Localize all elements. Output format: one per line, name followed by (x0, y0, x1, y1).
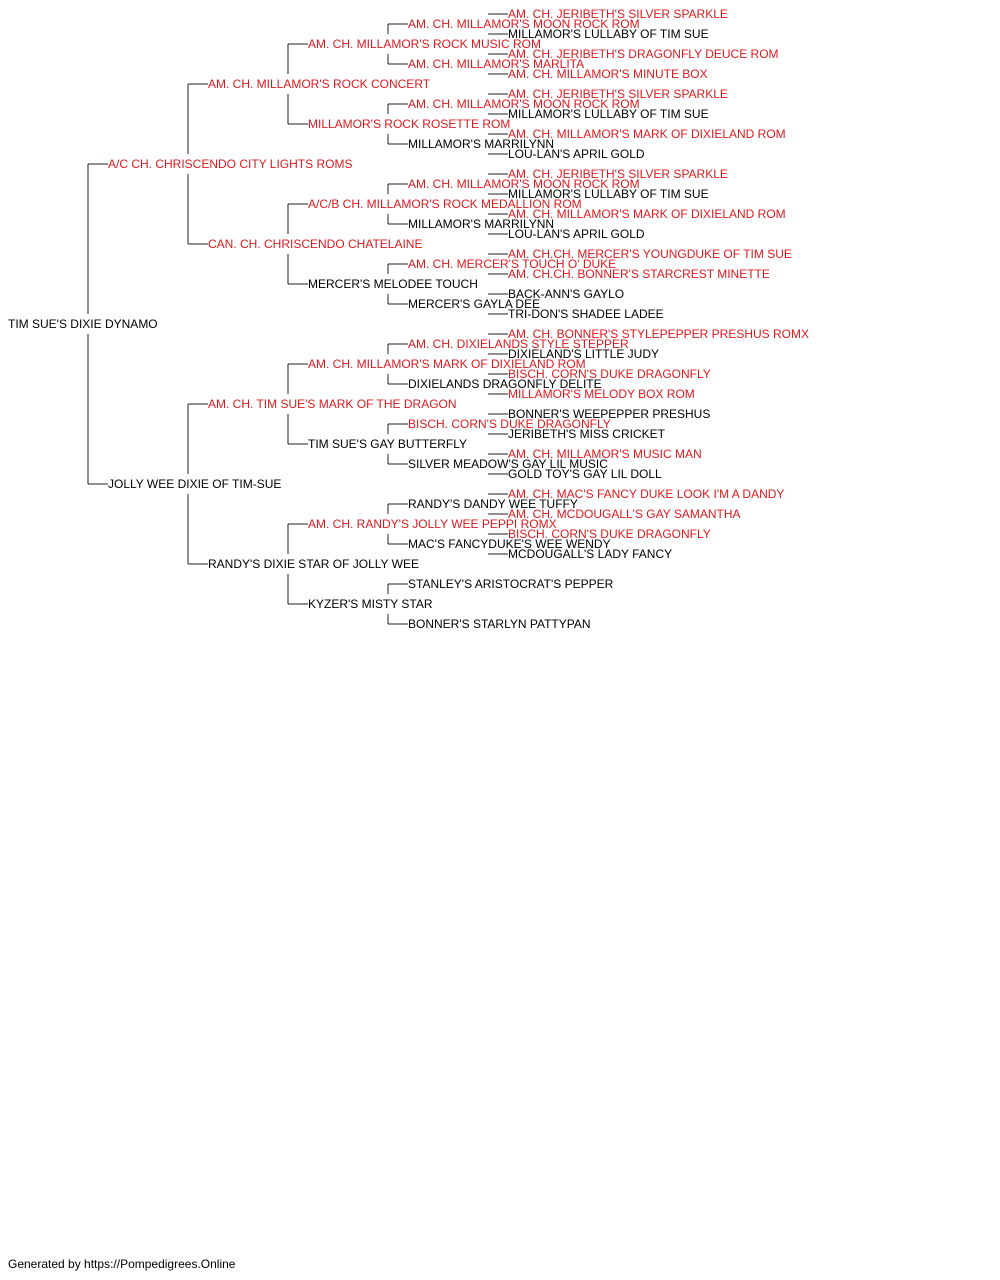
pedigree-entry-gen5: AM. CH. JERIBETH'S SILVER SPARKLE (508, 87, 728, 101)
pedigree-entry-gen2: CAN. CH. CHRISCENDO CHATELAINE (208, 237, 423, 251)
pedigree-entry-gen4: AM. CH. MILLAMOR'S MOON ROCK ROM (408, 177, 640, 191)
pedigree-entry-gen3: KYZER'S MISTY STAR (308, 597, 433, 611)
pedigree-entry-gen3: AM. CH. RANDY'S JOLLY WEE PEPPI ROMX (308, 517, 557, 531)
pedigree-entry-gen4: AM. CH. MILLAMOR'S MOON ROCK ROM (408, 97, 640, 111)
pedigree-entry-gen5: JERIBETH'S MISS CRICKET (508, 427, 665, 441)
pedigree-entry-gen3: AM. CH. MILLAMOR'S ROCK MUSIC ROM (308, 37, 541, 51)
pedigree-entry-gen1: JOLLY WEE DIXIE OF TIM-SUE (108, 477, 282, 491)
pedigree-entry-gen5: LOU-LAN'S APRIL GOLD (508, 227, 645, 241)
pedigree-entry-gen5: AM. CH. MILLAMOR'S MINUTE BOX (508, 67, 708, 81)
pedigree-entry-gen5: DIXIELAND'S LITTLE JUDY (508, 347, 659, 361)
pedigree-entry-gen5: AM. CH. MILLAMOR'S MUSIC MAN (508, 447, 702, 461)
pedigree-entry-gen4: AM. CH. DIXIELANDS STYLE STEPPER (408, 337, 629, 351)
pedigree-entry-gen5: AM. CH. JERIBETH'S DRAGONFLY DEUCE ROM (508, 47, 779, 61)
pedigree-entry-gen3: TIM SUE'S GAY BUTTERFLY (308, 437, 467, 451)
pedigree-entry-gen5: BISCH. CORN'S DUKE DRAGONFLY (508, 367, 711, 381)
pedigree-entry-gen5: AM. CH. MCDOUGALL'S GAY SAMANTHA (508, 507, 741, 521)
pedigree-entry-gen4: AM. CH. MILLAMOR'S MOON ROCK ROM (408, 17, 640, 31)
pedigree-entry-gen4: STANLEY'S ARISTOCRAT'S PEPPER (408, 577, 614, 591)
pedigree-entry-gen4: DIXIELANDS DRAGONFLY DELITE (408, 377, 602, 391)
pedigree-entry-gen5: BACK-ANN'S GAYLO (508, 287, 625, 301)
pedigree-entry-gen5: AM. CH.CH. BONNER'S STARCREST MINETTE (508, 267, 770, 281)
pedigree-entry-gen5: AM. CH. JERIBETH'S SILVER SPARKLE (508, 167, 728, 181)
pedigree-entry-gen2: RANDY'S DIXIE STAR OF JOLLY WEE (208, 557, 420, 571)
pedigree-entry-gen3: MERCER'S MELODEE TOUCH (308, 277, 478, 291)
pedigree-entry-gen5: TRI-DON'S SHADEE LADEE (508, 307, 664, 321)
pedigree-entry-gen5: MILLAMOR'S MELODY BOX ROM (508, 387, 695, 401)
pedigree-entry-gen4: MERCER'S GAYLA DEE (408, 297, 541, 311)
pedigree-entry-gen3: A/C/B CH. MILLAMOR'S ROCK MEDALLION ROM (308, 197, 582, 211)
footer-credit: Generated by https://Pompedigrees.Online (8, 1257, 236, 1271)
pedigree-entry-gen5: AM. CH. MILLAMOR'S MARK OF DIXIELAND ROM (508, 207, 786, 221)
pedigree-entry-gen5: BONNER'S WEEPEPPER PRESHUS (508, 407, 711, 421)
pedigree-entry-gen5: MCDOUGALL'S LADY FANCY (508, 547, 673, 561)
pedigree-entry-gen4: AM. CH. MERCER'S TOUCH O' DUKE (408, 257, 617, 271)
pedigree-entry-gen4: MILLAMOR'S MARRILYNN (408, 137, 555, 151)
pedigree-entry-gen2: AM. CH. MILLAMOR'S ROCK CONCERT (208, 77, 431, 91)
pedigree-entry-gen4: MILLAMOR'S MARRILYNN (408, 217, 555, 231)
pedigree-entry-gen1: A/C CH. CHRISCENDO CITY LIGHTS ROMS (108, 157, 353, 171)
pedigree-entry-gen0: TIM SUE'S DIXIE DYNAMO (8, 317, 158, 331)
pedigree-entry-gen4: RANDY'S DANDY WEE TUFFY (408, 497, 578, 511)
pedigree-entry-gen5: AM. CH. BONNER'S STYLEPEPPER PRESHUS ROM… (508, 327, 810, 341)
pedigree-entry-gen4: MAC'S FANCYDUKE'S WEE WENDY (408, 537, 611, 551)
pedigree-entry-gen5: MILLAMOR'S LULLABY OF TIM SUE (508, 27, 709, 41)
pedigree-entry-gen5: AM. CH. JERIBETH'S SILVER SPARKLE (508, 7, 728, 21)
pedigree-entry-gen5: BISCH. CORN'S DUKE DRAGONFLY (508, 527, 711, 541)
pedigree-entry-gen4: SILVER MEADOW'S GAY LIL MUSIC (408, 457, 608, 471)
pedigree-entry-gen5: AM. CH. MILLAMOR'S MARK OF DIXIELAND ROM (508, 127, 786, 141)
pedigree-entry-gen5: MILLAMOR'S LULLABY OF TIM SUE (508, 107, 709, 121)
pedigree-entry-gen3: MILLAMOR'S ROCK ROSETTE ROM (308, 117, 511, 131)
pedigree-entry-gen2: AM. CH. TIM SUE'S MARK OF THE DRAGON (208, 397, 457, 411)
pedigree-entry-gen5: AM. CH.CH. MERCER'S YOUNGDUKE OF TIM SUE (508, 247, 792, 261)
pedigree-entry-gen5: AM. CH. MAC'S FANCY DUKE LOOK I'M A DAND… (508, 487, 785, 501)
pedigree-entry-gen4: AM. CH. MILLAMOR'S MARLITA (408, 57, 585, 71)
pedigree-entry-gen4: BISCH. CORN'S DUKE DRAGONFLY (408, 417, 611, 431)
pedigree-entry-gen5: LOU-LAN'S APRIL GOLD (508, 147, 645, 161)
pedigree-entry-gen4: BONNER'S STARLYN PATTYPAN (408, 617, 591, 631)
pedigree-entry-gen5: GOLD TOY'S GAY LIL DOLL (508, 467, 662, 481)
pedigree-entry-gen5: MILLAMOR'S LULLABY OF TIM SUE (508, 187, 709, 201)
pedigree-entry-gen3: AM. CH. MILLAMOR'S MARK OF DIXIELAND ROM (308, 357, 586, 371)
